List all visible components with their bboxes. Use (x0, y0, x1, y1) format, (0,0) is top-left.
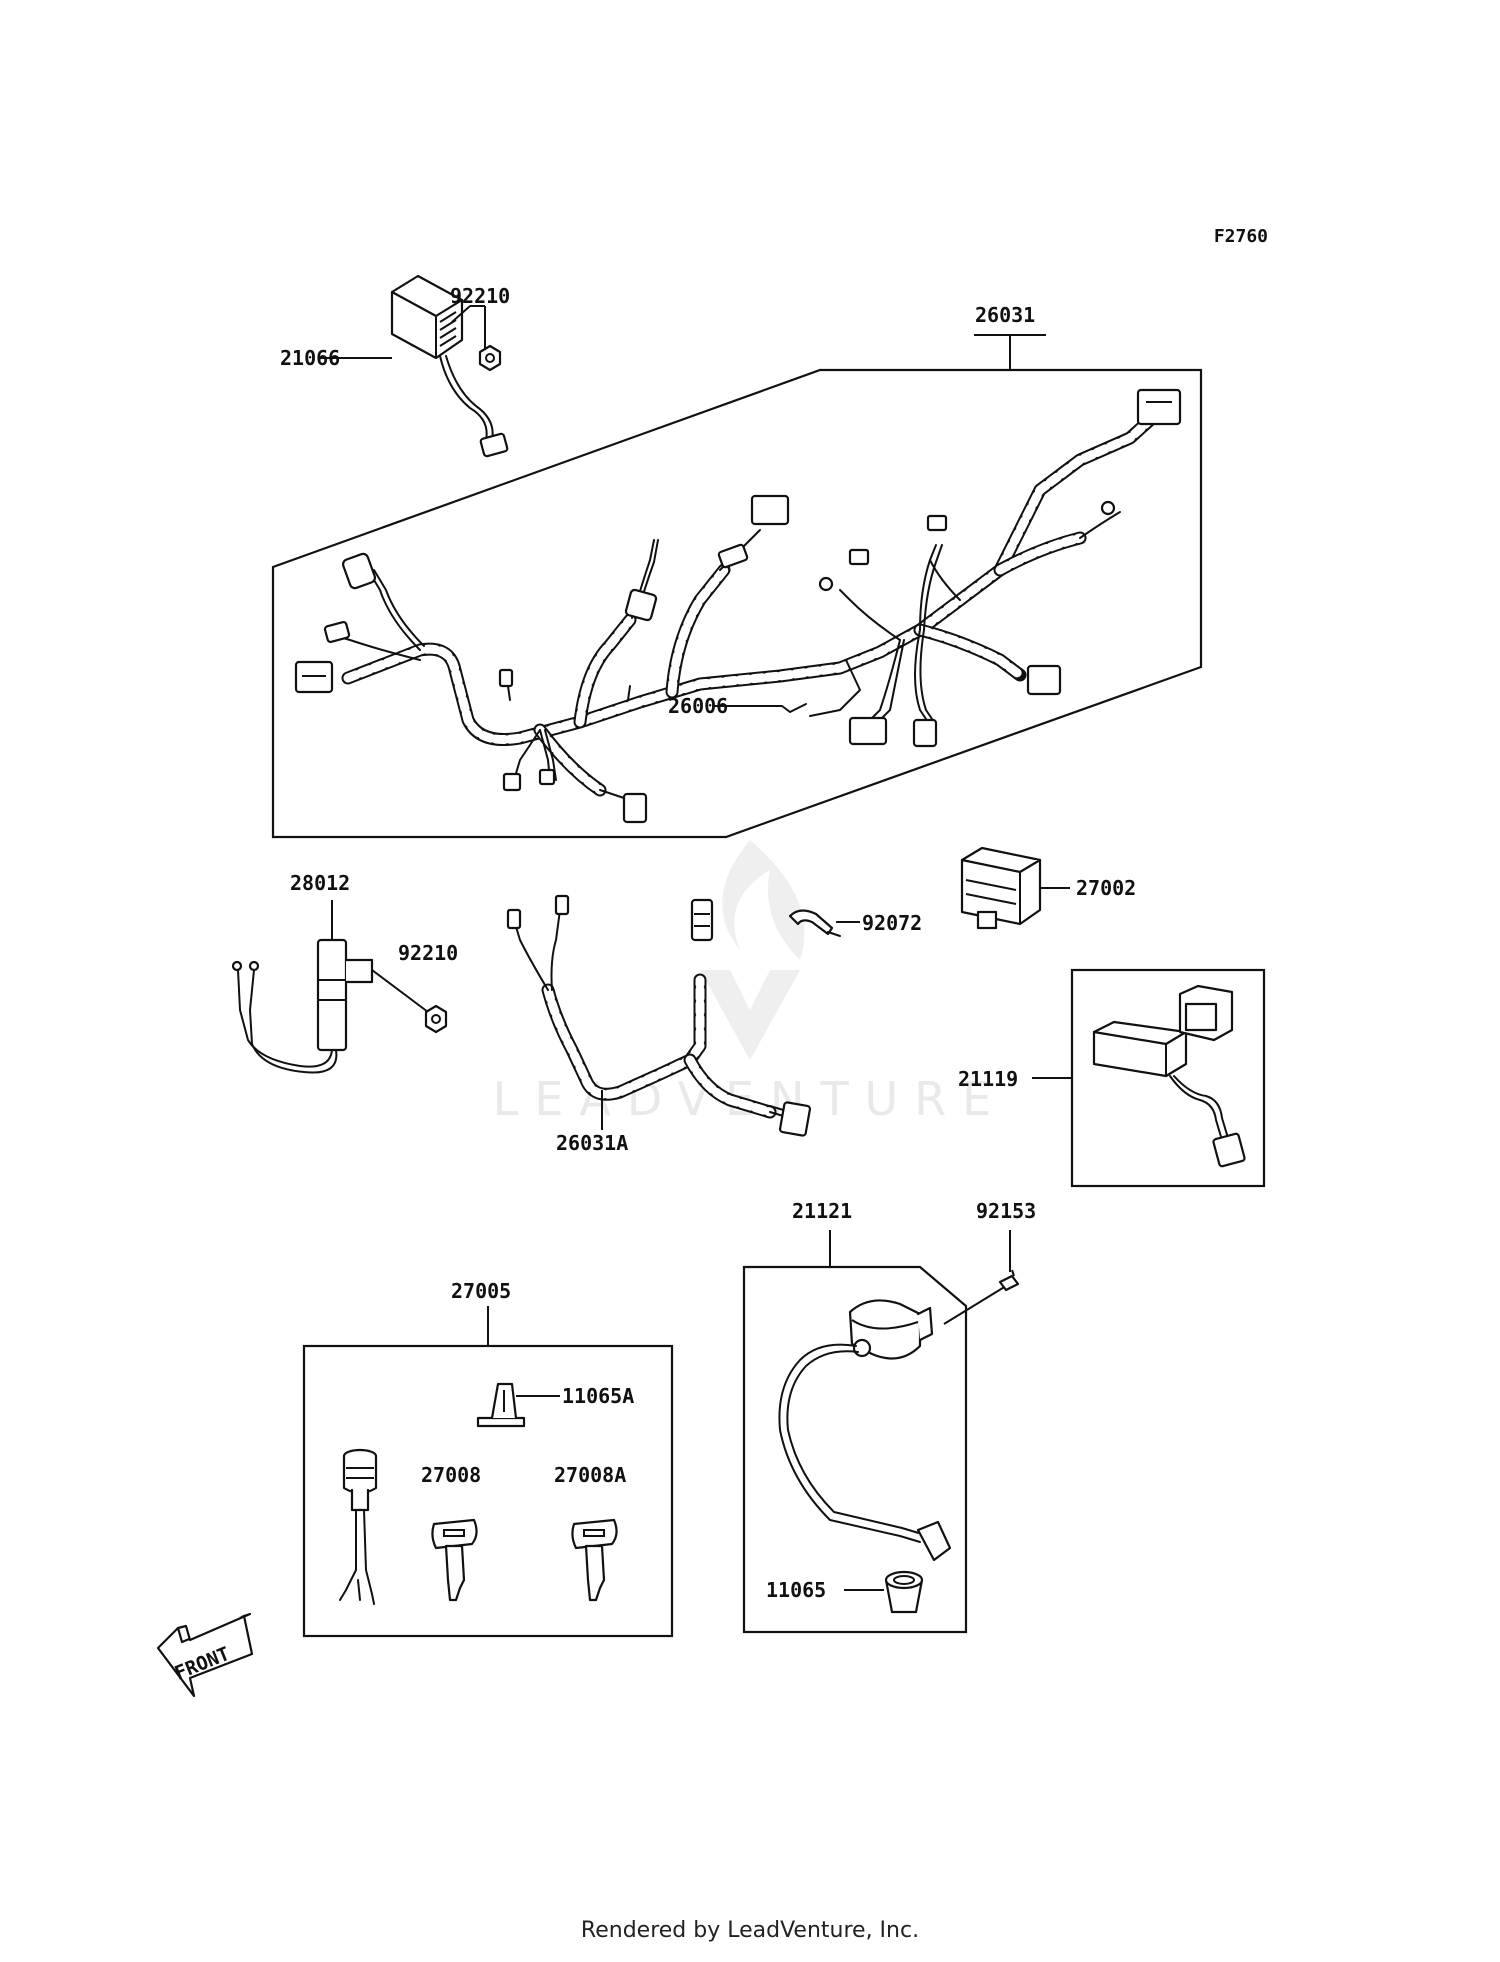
footer-credit: Rendered by LeadVenture, Inc. (580, 1918, 920, 1943)
diagram-code: F2760 (1214, 226, 1268, 247)
part-21121-ignition-coil[interactable] (778, 1299, 952, 1562)
label-26031A: 26031A (556, 1131, 628, 1155)
part-21119-cdi-unit[interactable] (1092, 984, 1246, 1168)
label-28012: 28012 (290, 871, 350, 895)
label-26006: 26006 (668, 694, 728, 718)
part-11065-cap[interactable] (884, 1570, 924, 1614)
part-27008A-key[interactable] (571, 1518, 618, 1602)
watermark: LEADVENTURE (493, 840, 1008, 1126)
part-27002-relay[interactable] (960, 846, 1042, 930)
part-11065A-key-cap[interactable] (476, 1382, 526, 1428)
part-92153-screw[interactable] (998, 1269, 1020, 1292)
part-92072-band[interactable] (788, 909, 841, 937)
front-arrow-icon: FRONT (156, 1612, 254, 1698)
part-27005-ignition-switch[interactable] (339, 1448, 378, 1605)
label-21066: 21066 (280, 346, 340, 370)
label-27008A: 27008A (554, 1463, 626, 1487)
part-26031-main-harness[interactable] (294, 388, 1182, 824)
label-92210-top: 92210 (450, 284, 510, 308)
part-92210-nut-top[interactable] (478, 344, 502, 372)
label-11065A: 11065A (562, 1384, 634, 1408)
part-21066-regulator[interactable] (390, 274, 509, 458)
label-27005: 27005 (451, 1279, 511, 1303)
label-11065: 11065 (766, 1578, 826, 1602)
part-28012-switch[interactable] (231, 938, 374, 1074)
label-92210-mid: 92210 (398, 941, 458, 965)
label-92072: 92072 (862, 911, 922, 935)
part-92210-nut-mid[interactable] (424, 1004, 448, 1034)
watermark-text: LEADVENTURE (493, 1072, 1008, 1126)
frame-21121 (742, 1265, 968, 1634)
label-26031: 26031 (975, 303, 1035, 327)
label-27002: 27002 (1076, 876, 1136, 900)
label-27008: 27008 (421, 1463, 481, 1487)
part-27008-key[interactable] (431, 1518, 478, 1602)
label-21121: 21121 (792, 1199, 852, 1223)
frame-26031 (271, 368, 1203, 839)
label-92153: 92153 (976, 1199, 1036, 1223)
part-26031A-sub-harness[interactable] (506, 894, 812, 1137)
label-21119: 21119 (958, 1067, 1018, 1091)
